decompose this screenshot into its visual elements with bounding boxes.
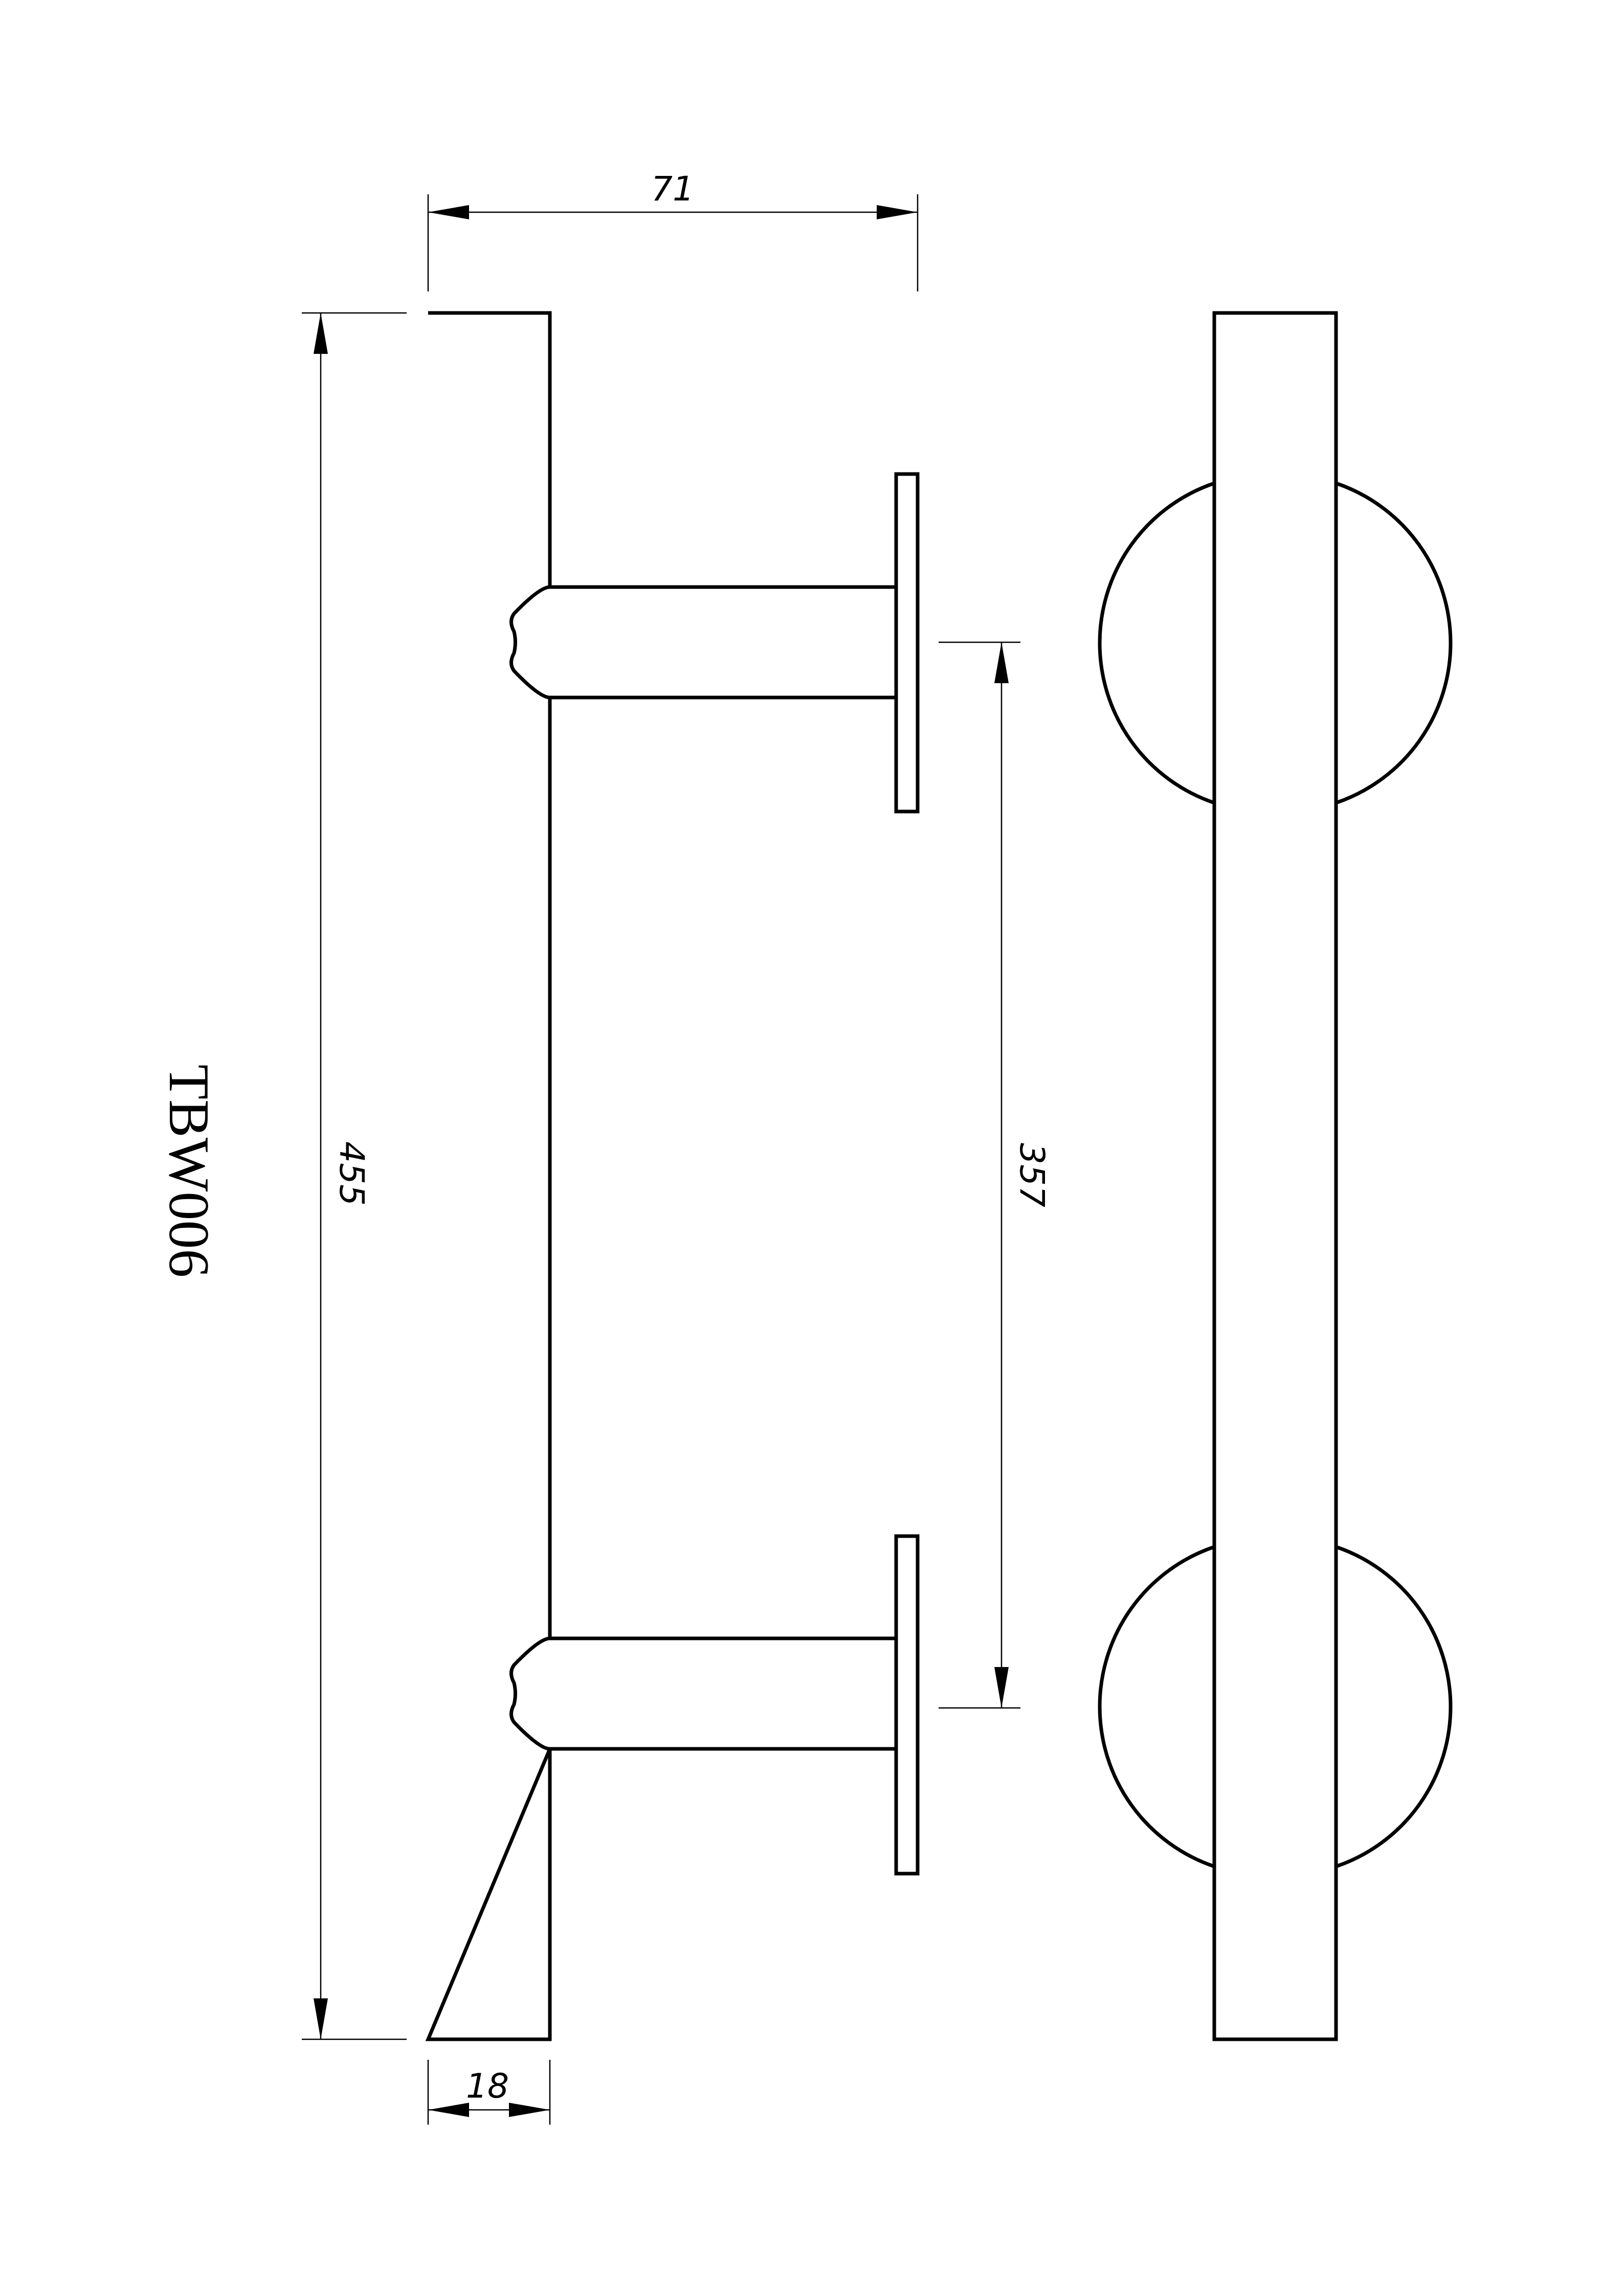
side-view [425, 311, 920, 2041]
dimension-bar-width: 18 [427, 2060, 551, 2125]
side-view-lower-rose [894, 1534, 920, 1876]
dimension-projection: 71 [427, 169, 919, 291]
dimension-bar-width-label: 18 [466, 2066, 509, 2106]
front-view-bar [1212, 311, 1338, 2041]
dimension-projection-label: 71 [651, 169, 694, 209]
dimension-center-to-center: 357 [939, 641, 1052, 1709]
front-view-upper-rose [1098, 481, 1453, 805]
front-view-lower-rose [1098, 1545, 1453, 1869]
side-view-upper-rose [894, 472, 920, 814]
front-view [1098, 311, 1453, 2041]
dimension-overall-length-label: 455 [332, 1141, 371, 1206]
side-view-bar [425, 311, 552, 2041]
dimension-center-to-center-label: 357 [1012, 1143, 1052, 1207]
side-view-lower-standoff [509, 1636, 896, 1751]
dimension-overall-length: 455 [302, 312, 407, 2040]
side-view-upper-standoff [509, 585, 896, 700]
model-label: TBW006 [157, 1065, 220, 1278]
